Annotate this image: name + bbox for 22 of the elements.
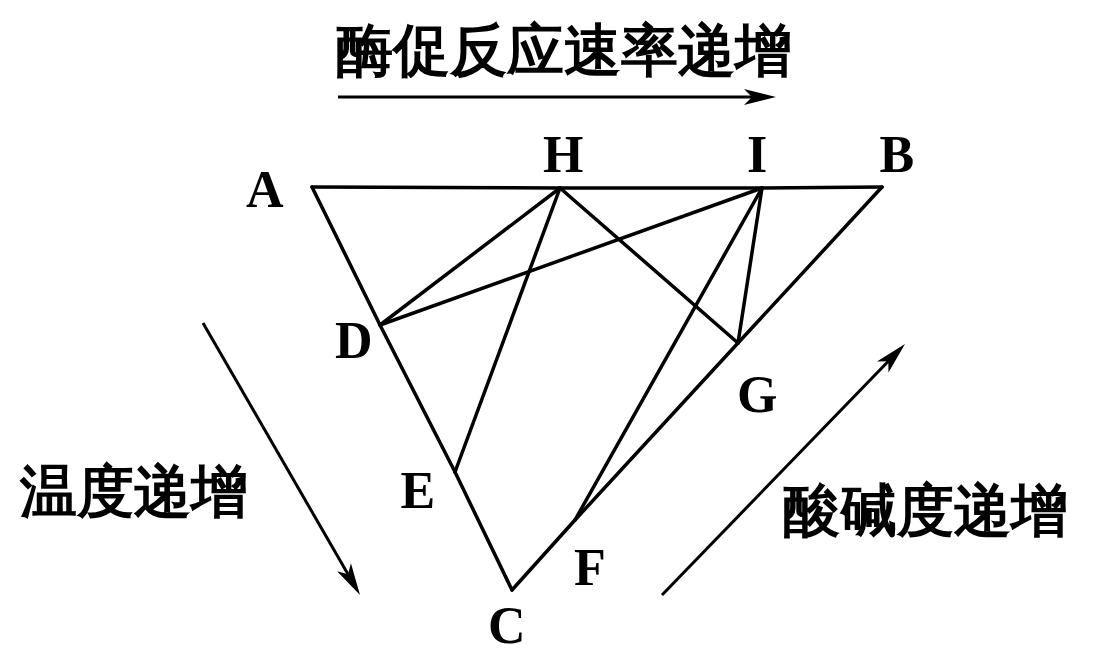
line-segment [453,186,562,474]
line-segment [310,185,562,190]
point-label: C [488,600,526,652]
arrow-caption: 温度递增 [20,463,248,520]
arrow-caption: 酸碱度递增 [783,482,1068,539]
line-segment [736,186,764,345]
point-label: A [246,164,284,216]
point-label: D [335,315,373,367]
point-label: G [737,369,778,421]
line-segment [558,186,764,190]
point-label: I [747,129,768,181]
point-label: B [879,129,915,181]
arrow-caption: 酶促反应速率递增 [336,22,792,79]
line-segment [558,186,740,345]
point-label: E [400,465,436,517]
line-segment [510,518,577,592]
point-label: H [543,129,584,181]
line-segment [760,185,884,190]
line-segment [378,323,457,474]
point-label: F [574,542,606,594]
line-segment [310,185,382,327]
line-segment [453,470,514,592]
